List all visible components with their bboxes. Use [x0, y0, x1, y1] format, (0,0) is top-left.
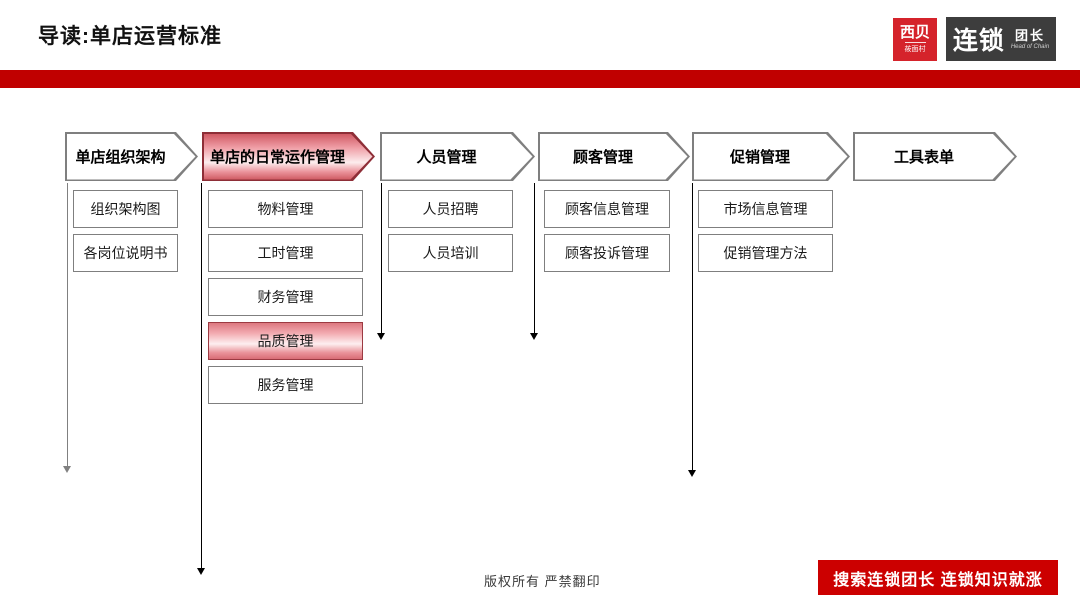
header-arrow-customer: 顾客管理 — [538, 132, 690, 181]
header-label: 单店的日常运作管理 — [209, 149, 345, 166]
flow-arrow-line-col1 — [67, 183, 68, 466]
flow-arrow-line-col5 — [692, 183, 693, 470]
header-arrow-store-org: 单店组织架构 — [65, 132, 198, 181]
header-arrow-daily-operation: 单店的日常运作管理 — [202, 132, 375, 181]
liansuo-logo-right: 团长 Head of Chain — [1011, 29, 1049, 50]
arrow-shape-fill — [540, 134, 688, 180]
item-box-customer-info-mgmt: 顾客信息管理 — [544, 190, 670, 228]
flow-arrow-line-col4 — [534, 183, 535, 333]
liansuo-logo-subname: 团长 — [1015, 27, 1046, 43]
item-box-job-descriptions: 各岗位说明书 — [73, 234, 178, 272]
arrow-shape-fill — [67, 134, 196, 180]
search-promo-banner: 搜索连锁团长 连锁知识就涨 — [818, 560, 1058, 595]
item-box-promotion-method: 促销管理方法 — [698, 234, 833, 272]
flow-arrowhead-col5 — [688, 470, 696, 477]
arrow-shape-fill — [204, 134, 373, 180]
flow-arrow-line-col2 — [201, 183, 202, 568]
header-arrow-promotion: 促销管理 — [692, 132, 850, 181]
liansuo-logo-name: 连锁 — [952, 27, 1005, 55]
flow-arrowhead-col2 — [197, 568, 205, 575]
arrow-shape-fill — [855, 134, 1015, 180]
item-box-customer-complaint-mgmt: 顾客投诉管理 — [544, 234, 670, 272]
item-box-recruiting: 人员招聘 — [388, 190, 513, 228]
header-label: 促销管理 — [729, 149, 790, 166]
flow-arrow-line-col3 — [381, 183, 382, 333]
header-label: 顾客管理 — [572, 149, 633, 166]
header-arrow-personnel: 人员管理 — [380, 132, 535, 181]
xibei-logo-subname: 莜面村 — [904, 42, 926, 54]
header-label: 工具表单 — [893, 149, 954, 166]
item-box-training: 人员培训 — [388, 234, 513, 272]
red-divider-bar — [0, 70, 1080, 88]
item-box-org-chart: 组织架构图 — [73, 190, 178, 228]
item-box-finance-mgmt: 财务管理 — [208, 278, 363, 316]
header-label: 单店组织架构 — [75, 149, 166, 166]
item-box-market-info-mgmt: 市场信息管理 — [698, 190, 833, 228]
arrow-shape-fill — [694, 134, 848, 180]
flow-arrowhead-col3 — [377, 333, 385, 340]
item-box-quality-mgmt-highlighted: 品质管理 — [208, 322, 363, 360]
copyright-notice: 版权所有 严禁翻印 — [484, 574, 601, 589]
item-box-material-mgmt: 物料管理 — [208, 190, 363, 228]
item-box-service-mgmt: 服务管理 — [208, 366, 363, 404]
arrow-shape-fill — [382, 134, 533, 180]
liansuo-logo-tagline: Head of Chain — [1010, 43, 1050, 50]
flow-arrowhead-col4 — [530, 333, 538, 340]
page-title: 导读:单店运营标准 — [38, 25, 222, 48]
xibei-logo-name: 西贝 — [899, 24, 930, 41]
xibei-logo: 西贝 莜面村 — [893, 18, 937, 61]
flow-arrowhead-col1 — [63, 466, 71, 473]
item-box-working-hours-mgmt: 工时管理 — [208, 234, 363, 272]
header-label: 人员管理 — [416, 149, 477, 166]
liansuo-tuanzhang-logo: 连锁 团长 Head of Chain — [946, 17, 1056, 61]
header-arrow-tool-forms: 工具表单 — [853, 132, 1017, 181]
